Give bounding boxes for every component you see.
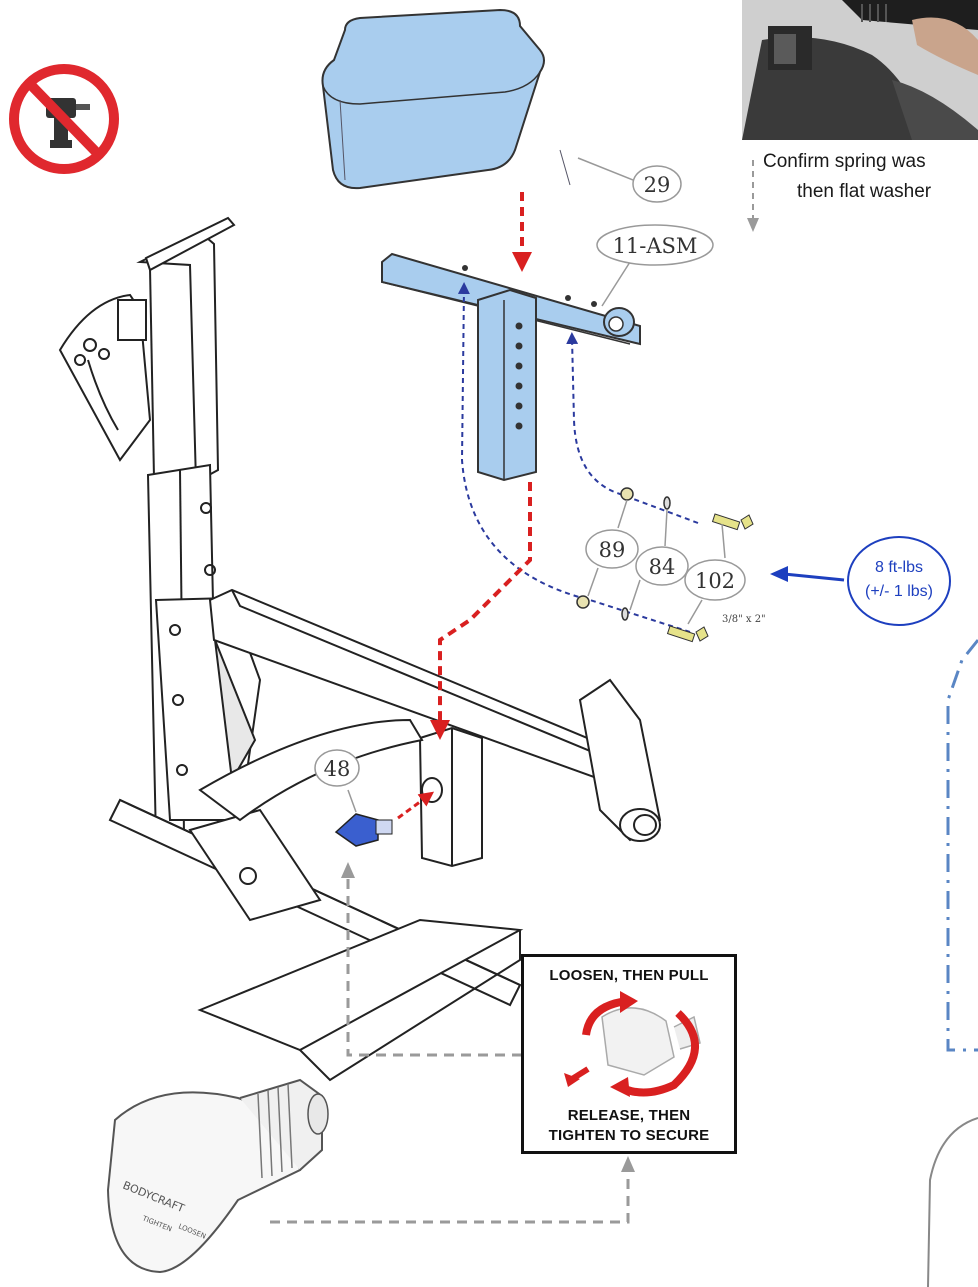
card-top-text: LOOSEN, THEN PULL — [549, 967, 709, 984]
bolt-size-label: 3/8" x 2" — [722, 614, 766, 625]
bench-frame — [58, 216, 662, 1082]
red-arrow-knob — [397, 791, 435, 820]
seat-bracket-part — [381, 252, 641, 482]
closeup-to-card-leader — [270, 1166, 630, 1224]
hardware-leaders — [587, 499, 726, 625]
detail-panel-partial — [927, 1117, 978, 1287]
svg-text:48: 48 — [324, 757, 351, 781]
torque-arrow-line — [783, 572, 845, 582]
loosen-tighten-instruction-card: LOOSEN, THEN PULL RELEASE, THEN TIGHTEN … — [521, 954, 737, 1154]
pop-pin-knob-part — [334, 813, 393, 847]
rotate-arrows-icon — [564, 991, 701, 1097]
callout-89: 89 — [585, 529, 639, 569]
leader-29 — [577, 157, 639, 183]
photo-pointer-arrowhead — [747, 218, 759, 232]
svg-text:29: 29 — [644, 173, 671, 197]
callout-11-asm: 11-ASM — [596, 224, 714, 266]
card-to-knob-arrowhead — [341, 862, 355, 878]
hardware-set — [576, 487, 754, 643]
svg-text:11-ASM: 11-ASM — [613, 234, 698, 258]
callout-84: 84 — [635, 546, 689, 586]
card-bottom-line-2: TIGHTEN TO SECURE — [548, 1127, 710, 1144]
knob-closeup-illustration — [106, 1078, 329, 1274]
red-arrow-post — [430, 482, 532, 740]
torque-arrowhead — [770, 566, 788, 582]
spring-washer-photo — [742, 0, 978, 140]
closeup-to-card-arrowhead — [621, 1156, 635, 1172]
leader-48 — [347, 789, 357, 813]
leader-11-asm — [601, 261, 631, 307]
photo-caption-line-1: Confirm spring was — [763, 151, 926, 172]
card-bottom-line-1: RELEASE, THEN — [567, 1107, 691, 1124]
svg-text:102: 102 — [695, 569, 735, 593]
svg-text:8 ft-lbs: 8 ft-lbs — [875, 559, 923, 576]
callout-48: 48 — [314, 749, 360, 787]
blue-arrow-lower-bolt — [457, 282, 691, 633]
torque-spec-badge: 8 ft-lbs (+/- 1 lbs) — [847, 536, 951, 626]
no-drill-icon — [9, 64, 119, 174]
photo-caption-line-2: then flat washer — [797, 181, 932, 202]
detail-frame-partial — [946, 639, 978, 1052]
seat-cushion-part — [321, 8, 571, 190]
card-to-knob-leader — [346, 870, 522, 1057]
svg-text:84: 84 — [649, 555, 676, 579]
blue-arrow-upper-bolt — [566, 332, 699, 524]
callout-102: 102 — [684, 559, 746, 601]
photo-content — [742, 0, 978, 140]
svg-text:(+/- 1 lbs): (+/- 1 lbs) — [865, 583, 933, 600]
callout-29: 29 — [632, 165, 682, 203]
svg-text:89: 89 — [599, 538, 626, 562]
